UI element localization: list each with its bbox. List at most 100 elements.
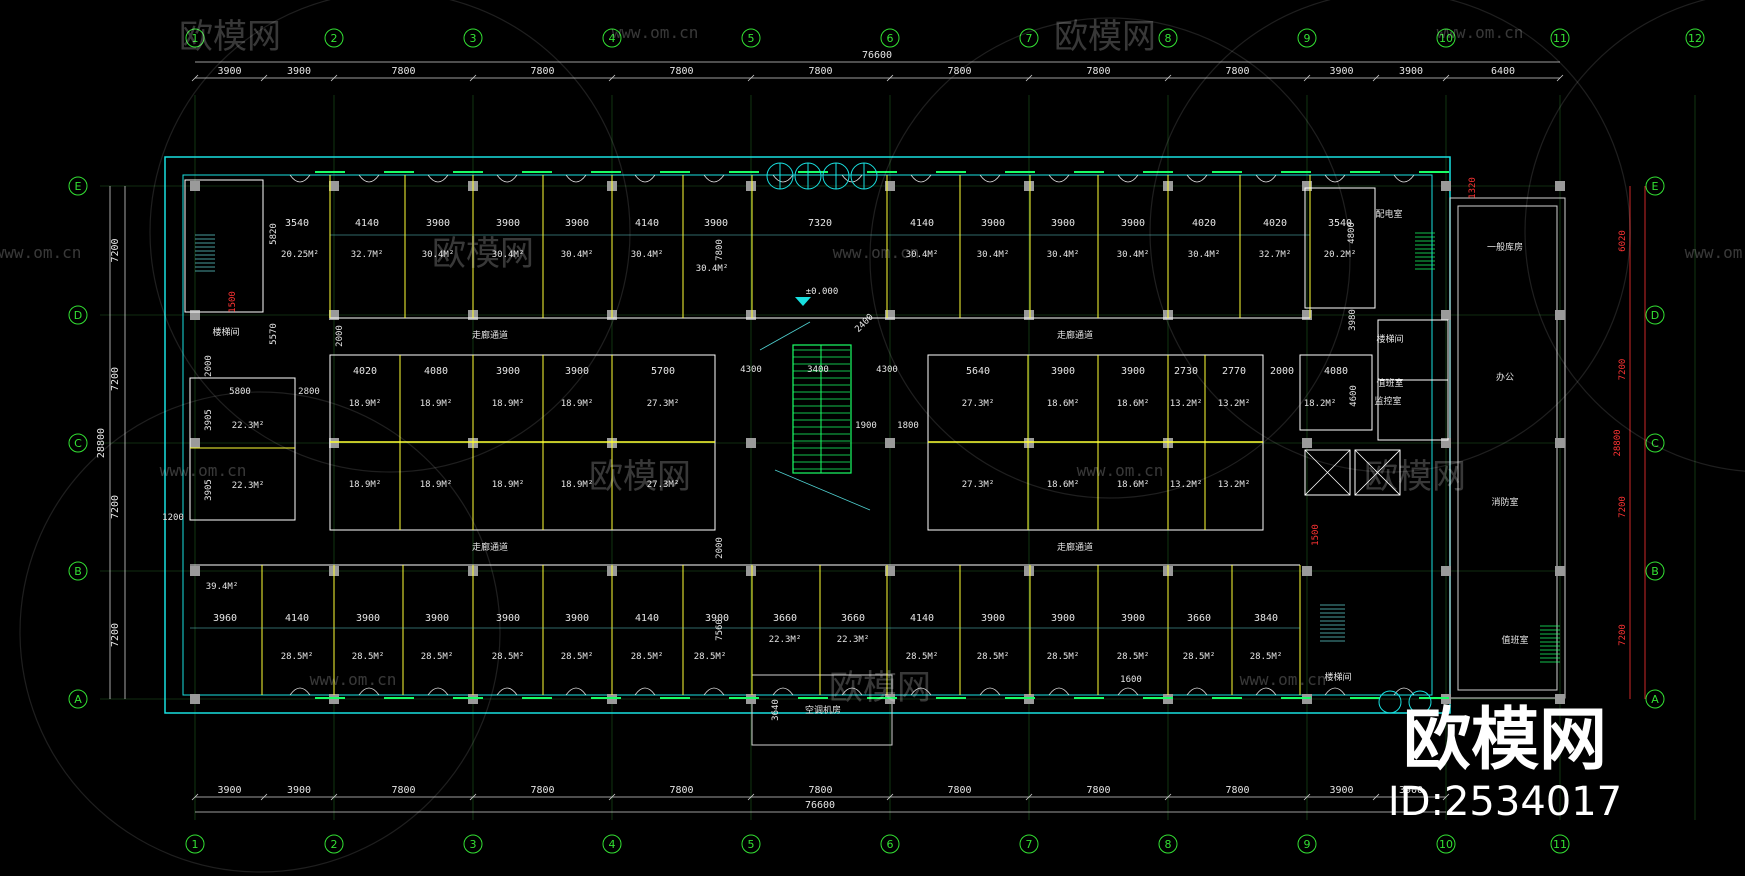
top-dimension-tick [886,74,894,82]
service-room [1354,449,1401,496]
south-room-area: 28.5M² [281,652,314,662]
north-room-width: 4020 [1192,218,1216,229]
north-room-area: 20.2M² [1324,250,1357,260]
misc-dimension: 3640 [771,699,781,721]
mid-right-width: 2730 [1174,366,1198,377]
column-axis-bottom: 7 [1026,838,1033,851]
mid-left-area-top: 27.3M² [647,399,680,409]
door-arc [1048,687,1070,696]
watermark-url: www.om.cn [310,670,397,689]
door-arc [1393,174,1415,183]
column-axis-bottom: 6 [887,838,894,851]
watermark-brand: 欧模网 [589,457,691,497]
outer-wall [164,156,1451,714]
row-axis-left-circle [68,305,88,325]
bottom-dimension-label: 7800 [808,785,832,796]
column-axis-bottom-circle [741,834,761,854]
service-room [1377,319,1449,381]
south-room-area: 28.5M² [1117,652,1150,662]
south-room-area: 28.5M² [1047,652,1080,662]
mid-right-area-bottom: 13.2M² [1218,480,1251,490]
door-arc [910,174,932,183]
row-axis-left-circle [68,689,88,709]
door-arc [289,174,311,183]
north-room-width: 4140 [635,218,659,229]
south-room-width: 3840 [1254,613,1278,624]
structural-column [1555,181,1565,191]
room-label: 楼梯间 [1376,333,1403,345]
axis-grid-lines [100,95,1696,820]
south-room-area: 28.5M² [561,652,594,662]
south-room-width: 3900 [981,613,1005,624]
column-axis-top-circle [1685,28,1705,48]
door-arc [703,174,725,183]
mid-right-width: 5640 [966,366,990,377]
column-axis-top-circle [463,28,483,48]
mid-left-width: 3900 [496,366,520,377]
north-room-area: 30.4M² [906,250,939,260]
structural-column [1555,438,1565,448]
room-partitions [184,175,1449,695]
row-axis-right-circle [1645,561,1665,581]
misc-dimension: 4600 [1349,385,1359,407]
top-dimension-tick [469,74,477,82]
north-room-width: 3900 [426,218,450,229]
corridor-label: 走廊通道 [1057,329,1093,341]
structural-column [190,566,200,576]
bottom-dimension-tick [469,793,477,801]
door-arc [1117,687,1139,696]
bottom-dimension-label: 7800 [1086,785,1110,796]
misc-dimension: 2000 [715,537,725,559]
column-axis-top-circle [602,28,622,48]
row-axis-right: E [1652,180,1659,193]
watermark-brand: 欧模网 [1364,457,1466,497]
column-axis-bottom-circle [1297,834,1317,854]
mid-right-area-top: 18.6M² [1047,399,1080,409]
top-dimension-label: 3900 [287,66,311,77]
column-axis-top: 11 [1553,32,1567,45]
mid-right-area-top: 13.2M² [1170,399,1203,409]
south-room-width: 3900 [705,613,729,624]
structural-column [885,310,895,320]
watermark-ring [1524,0,1745,472]
south-room-width: 3900 [356,613,380,624]
top-dimension-tick [1025,74,1033,82]
door-arc [772,174,794,183]
south-room-area: 22.3M² [769,635,802,645]
misc-dimension: 3905 [204,409,214,431]
south-room-area: 28.5M² [352,652,385,662]
north-room-area: 30.4M² [977,250,1010,260]
south-room-width: 4140 [910,613,934,624]
watermark-url: www.om.cn [1240,670,1327,689]
row-axis-right-circle [1645,305,1665,325]
mid-right-area-top: 18.2M² [1304,399,1337,409]
right-dimension-label: 7200 [1618,496,1628,518]
north-room-area: 30.4M² [1188,250,1221,260]
south-room-width: 4140 [285,613,309,624]
row-axis-right: A [1651,693,1659,706]
door-arc [634,687,656,696]
service-room [1304,449,1351,496]
door-arc [979,174,1001,183]
misc-dimension: 3400 [807,365,829,375]
door-arc [772,687,794,696]
structural-column [190,181,200,191]
mid-right-area-bottom: 18.6M² [1047,480,1080,490]
room-label: 配电室 [1375,208,1402,220]
structural-column [1555,310,1565,320]
north-room-width: 3900 [1051,218,1075,229]
structural-column [746,181,756,191]
room-label: 一般库房 [1487,241,1523,253]
column-axis-top-circle [880,28,900,48]
mid-right-area-bottom: 27.3M² [962,480,995,490]
door-arc [358,687,380,696]
misc-dimension: 2000 [335,325,345,347]
room-label: 办公 [1496,371,1514,383]
door-arc [1117,174,1139,183]
south-room-area: 28.5M² [631,652,664,662]
bottom-dimension-tick [1025,793,1033,801]
mid-left-area-top: 18.9M² [420,399,453,409]
top-dimension-label: 3900 [217,66,241,77]
misc-dimension: 1500 [1311,524,1321,546]
north-room-area: 30.4M² [561,250,594,260]
